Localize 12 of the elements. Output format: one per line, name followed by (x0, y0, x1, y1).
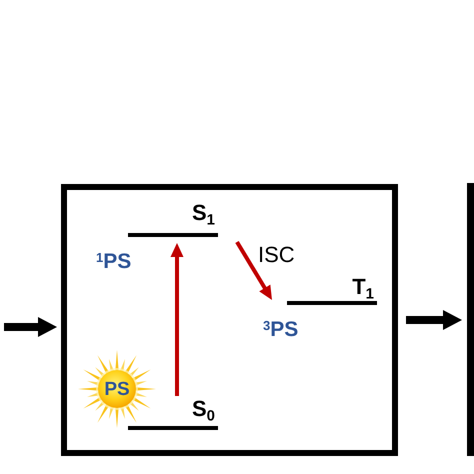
panel-frame (467, 183, 474, 456)
panel-frame (61, 184, 398, 456)
arrow (4, 317, 57, 337)
arrow (406, 310, 462, 330)
node-label: PS (104, 378, 130, 400)
state-label: $^{1}$PS (96, 250, 132, 274)
level-label: S$_{0}$ (192, 396, 215, 422)
state-label: $^{3}$PS (263, 318, 298, 342)
arrow (235, 240, 272, 300)
arrow (170, 243, 184, 396)
level-label: T$_{1}$ (352, 274, 374, 300)
level-label: S$_{1}$ (192, 200, 215, 226)
